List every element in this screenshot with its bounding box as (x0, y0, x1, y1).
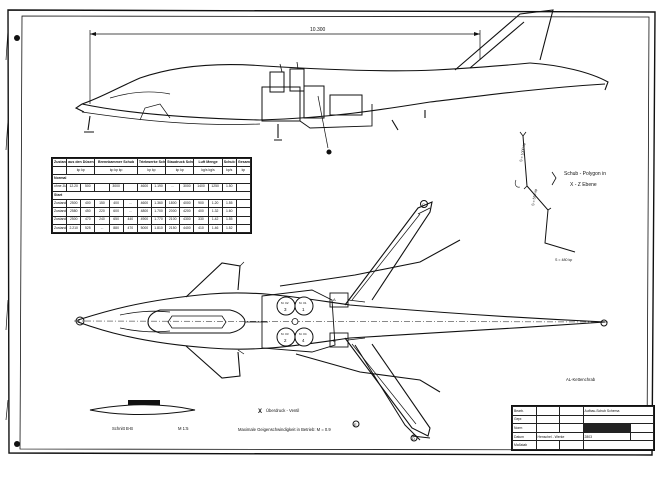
plan-tail-lower (295, 353, 441, 393)
table-header-cell: Triebwerke Schub (136, 157, 167, 168)
plan-centerline (73, 320, 611, 323)
thrust-polygon (514, 131, 576, 253)
registration-marks (14, 35, 651, 447)
plan-view (73, 200, 611, 442)
plan-canard-left (185, 262, 241, 298)
plan-wing-lower (344, 337, 431, 437)
engine-3-number: 2 (284, 338, 287, 343)
plan-fuselage (77, 292, 606, 350)
table-header-cell: Gesamt Schub (235, 157, 252, 168)
length-dimension-line (89, 30, 481, 104)
force-label-b: S = 550 kp (531, 188, 538, 206)
side-fuselage-lower (81, 83, 606, 121)
side-nose (74, 103, 85, 113)
engine-1-number: 3 (284, 307, 287, 312)
callout-e: E (354, 422, 357, 427)
table-header-cell: Zustand (51, 157, 68, 168)
table-header-cell: aus den Düsen Schub (66, 157, 96, 168)
engine-4-top-label: M. 04 (299, 332, 307, 336)
table-subheader-cell: kp (235, 166, 252, 176)
callouts: A B C D E (333, 202, 425, 441)
title-block-number: 2803 (582, 431, 631, 442)
engine-group: M. 02 3 M. 01 1 M. 03 2 M. 04 4 (276, 296, 314, 347)
side-view (74, 9, 609, 155)
table-header-cell: Schub Faktor (221, 157, 237, 168)
side-canopy-line (109, 91, 171, 99)
thrust-polygon-subtitle: X - Z Ebene (570, 182, 597, 188)
callout-c: C (422, 202, 425, 207)
table-section-label: Normal (52, 174, 251, 184)
side-fin (454, 9, 554, 71)
table-row: Zustand 3 2500 470 240 650 440 4900 1.77… (51, 215, 252, 225)
engine-3: M. 03 2 (276, 327, 296, 347)
table-row: Zustand 2 2580 450 220 600 ... 4800 1.70… (51, 207, 252, 217)
table-subheader-cell: kp kp kp (94, 166, 138, 176)
table-subheader-cell: kp kp (136, 166, 167, 176)
sheet-id: AL-Kettenchrab (566, 377, 596, 382)
engine-4-number: 4 (302, 338, 305, 343)
engine-4: M. 04 4 (294, 327, 314, 347)
engine-1: M. 02 3 (276, 296, 296, 316)
table-header-cell: Staudruck Schub (165, 157, 195, 168)
callout-a: A (333, 297, 336, 302)
table-subheader-cell: kp kp (66, 166, 96, 176)
x-marker: X (258, 409, 262, 415)
table-header-cell: Luft Menge (193, 157, 223, 168)
side-fin-inner (469, 21, 525, 69)
plan-wing-upper (344, 201, 433, 306)
table-subheader-cell: kp kp (165, 166, 195, 176)
table-row: ohne Zusatz 12.20 500 3000 4600 1.190 ..… (51, 182, 252, 192)
max-speed-note: Maximale Geigenschwindigkeit in Betrieb:… (238, 427, 331, 432)
section-label: Schnitt B-B (112, 426, 133, 431)
force-label-a: S = 1000 kp (519, 142, 526, 162)
title-block-row-label: Maßstab (512, 440, 537, 450)
table-header-cell: Brennkammer Schub (94, 157, 138, 168)
force-label-c: S = 480 kp (555, 258, 572, 262)
callout-d: D (412, 436, 415, 441)
overpressure-note: Überdruck - Ventil (266, 408, 299, 413)
thrust-table: Zustand aus den Düsen Schub Brennkammer … (51, 157, 252, 234)
section-scale: M 1:5 (178, 426, 189, 431)
table-row: Zustand 1 2500 400 150 400 ... 4600 1.36… (51, 199, 252, 209)
title-block-row-label: Datum (512, 431, 537, 442)
side-fuselage-upper (81, 62, 531, 105)
table-section-label: Start (52, 190, 251, 201)
engine-1-top-label: M. 02 (281, 301, 289, 305)
table-subheader-cell: kg/s kg/s (193, 166, 223, 176)
side-tail (529, 62, 609, 91)
table-subheader-cell: kp/s (221, 166, 237, 176)
thrust-polygon-title: Schub - Polygon in (564, 171, 606, 177)
engine-2: M. 01 1 (294, 296, 314, 316)
engine-2-number: 1 (302, 307, 305, 312)
title-block-project: Aufbau-Schub Schema (582, 406, 654, 416)
title-block-row-label: Norm (512, 423, 537, 433)
plan-tail-upper (279, 239, 461, 287)
title-block-row-label: Bearb. (512, 406, 537, 416)
table-subheader-cell (51, 166, 68, 176)
plan-canard-right (185, 345, 241, 379)
section-sketch (89, 400, 196, 415)
title-block-row-label: Gepr. (512, 414, 537, 425)
engine-2-top-label: M. 01 (299, 301, 307, 305)
length-dimension-label: 10.300 (310, 27, 326, 33)
title-block: Bearb. Aufbau-Schub Schema Gepr. Norm Da… (511, 405, 655, 451)
callout-b: B (333, 338, 336, 343)
title-block-company: Henschel - Werke (535, 431, 584, 442)
engine-3-top-label: M. 03 (281, 332, 289, 336)
table-row: Zustand 4 2.210 525 ... 880 470 5000 1.8… (51, 223, 252, 234)
